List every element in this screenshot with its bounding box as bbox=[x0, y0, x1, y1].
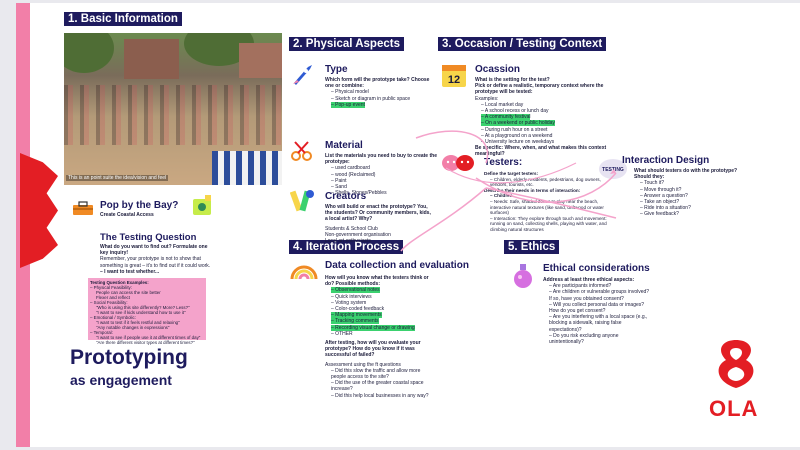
ola-logo-mark bbox=[718, 340, 754, 388]
worksheet-page: 1. Basic Information 2. Physical Aspects… bbox=[16, 3, 800, 447]
rainbow-icon bbox=[290, 265, 318, 280]
site-photo: This is an point suite the idea/vision a… bbox=[64, 33, 282, 185]
testers-text: Define the target testers: – Children, e… bbox=[484, 171, 607, 232]
ethical-title: Ethical considerations bbox=[543, 263, 650, 274]
calendar-number: 12 bbox=[448, 74, 460, 86]
testing-examples-text: Testing Question Examples: – Physical Fe… bbox=[90, 280, 201, 345]
creative-tools-icon bbox=[290, 190, 314, 212]
data-collection-text: How will you know what the testers think… bbox=[325, 275, 429, 399]
connector-arrows bbox=[400, 130, 617, 252]
type-title: Type bbox=[325, 64, 348, 75]
creators-text: Who will build or enact the prototype? Y… bbox=[325, 204, 431, 245]
creators-title: Creators bbox=[325, 191, 367, 202]
ola-logo-text: OLA bbox=[709, 396, 759, 421]
interaction-design-text: What should testers do with the prototyp… bbox=[634, 168, 738, 218]
testers-faces-icon bbox=[442, 155, 474, 171]
prototyping-title: Prototyping bbox=[70, 346, 188, 369]
calendar-icon: 12 bbox=[442, 65, 466, 87]
red-gear-shape bbox=[20, 153, 58, 268]
testing-badge-text: TESTING bbox=[602, 167, 624, 173]
testing-question-text: What do you want to find out? Formulate … bbox=[100, 244, 211, 275]
data-collection-title: Data collection and evaluation bbox=[325, 260, 469, 271]
rocket-icon bbox=[293, 65, 312, 85]
section-ethics-header: 5. Ethics bbox=[504, 240, 560, 254]
interaction-design-title: Interaction Design bbox=[622, 155, 710, 166]
section-occasion-header: 3. Occasion / Testing Context bbox=[438, 37, 607, 51]
game-controller-icon bbox=[193, 195, 211, 215]
project-title: Pop by the Bay? bbox=[100, 200, 179, 211]
material-title: Material bbox=[325, 140, 363, 151]
occasion-title: Ocassion bbox=[475, 64, 521, 75]
project-subtitle: Create Coastal Access bbox=[100, 212, 154, 218]
photo-caption: This is an point suite the idea/vision a… bbox=[66, 175, 169, 181]
testing-badge-icon: TESTING bbox=[599, 159, 627, 179]
scissors-icon bbox=[291, 141, 312, 161]
section-iteration-header: 4. Iteration Process bbox=[289, 240, 404, 254]
section-basic-header: 1. Basic Information bbox=[64, 12, 182, 26]
testing-examples-box bbox=[88, 278, 206, 340]
occasion-text: What is the setting for the test? Pick o… bbox=[475, 77, 607, 158]
testers-title: Testers: bbox=[484, 157, 523, 168]
ethical-text: Address at least three ethical aspects: … bbox=[543, 277, 650, 346]
toolbox-icon bbox=[73, 201, 93, 215]
material-text: List the materials you need to buy to cr… bbox=[325, 153, 437, 197]
prototyping-subtitle: as engagement bbox=[70, 372, 172, 388]
potion-bottle-icon bbox=[514, 264, 532, 288]
type-text: Which form will the prototype take? Choo… bbox=[325, 77, 430, 108]
section-physical-header: 2. Physical Aspects bbox=[289, 37, 404, 51]
testing-question-title: The Testing Question bbox=[100, 232, 197, 243]
